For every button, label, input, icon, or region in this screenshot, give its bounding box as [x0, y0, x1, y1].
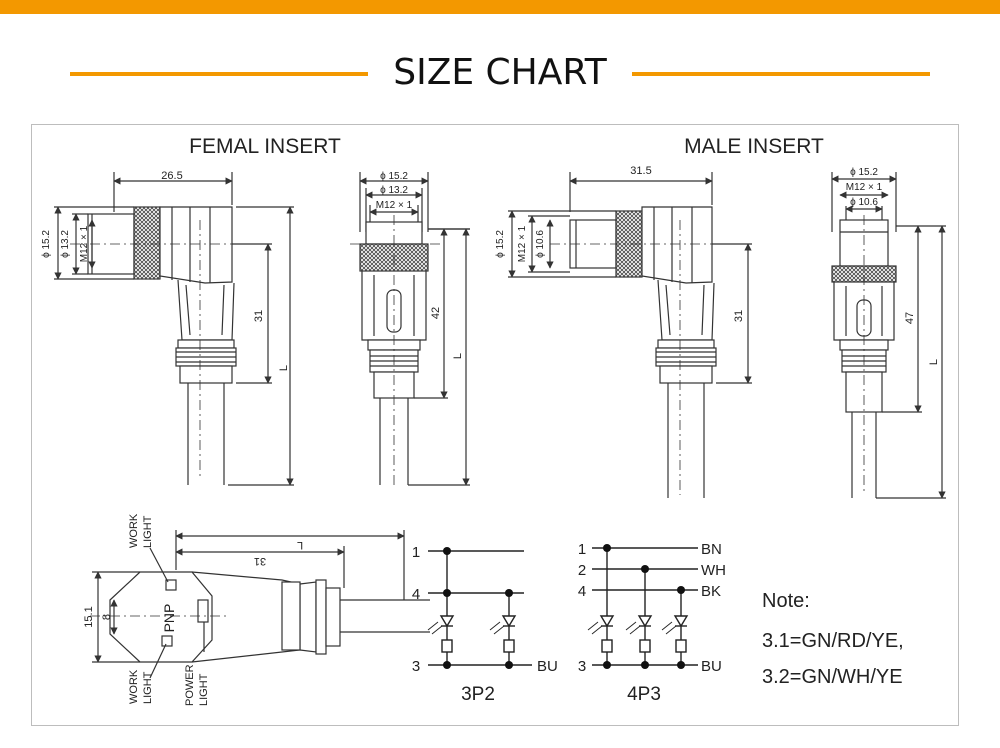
title-rule-right — [632, 72, 930, 76]
note-block: Note: 3.1=GN/RD/YE, 3.2=GN/WH/YE — [762, 590, 904, 688]
female-front-view — [350, 172, 470, 486]
work-light-bottom-1: WORK — [128, 669, 140, 704]
4p3-pin-2: 2 — [578, 562, 586, 579]
work-light-top-2: LIGHT — [142, 515, 154, 548]
male-front-length: L — [928, 359, 940, 365]
3p2-wire-bu: BU — [537, 658, 558, 675]
female-height-dim: 31 — [253, 310, 265, 322]
male-front-phi-outer: ϕ 15.2 — [850, 167, 878, 178]
note-title: Note: — [762, 590, 810, 612]
dim-15-1: 15.1 — [83, 606, 95, 627]
4p3-wire-wh: WH — [701, 562, 726, 579]
3p2-label: 3P2 — [461, 684, 495, 705]
4p3-pin-4: 4 — [578, 583, 586, 600]
male-front-height: 47 — [904, 312, 916, 324]
4p3-wire-bk: BK — [701, 583, 721, 600]
4p3-pin-3: 3 — [578, 658, 586, 675]
work-light-top-1: WORK — [128, 513, 140, 548]
3p2-pin-4: 4 — [412, 586, 420, 603]
female-side-view — [54, 172, 294, 486]
male-side-view — [508, 172, 752, 498]
4p3-wire-bn: BN — [701, 541, 722, 558]
female-phi-inner: ϕ 13.2 — [60, 230, 71, 258]
pnp-label: PNP — [161, 604, 177, 633]
female-front-length: L — [452, 353, 464, 359]
schematic-3p2: 1 4 3 BU 3P2 — [412, 544, 558, 705]
dim-8: 8 — [101, 614, 113, 620]
male-width-dim: 31.5 — [630, 165, 651, 177]
note-line-2: 3.2=GN/WH/YE — [762, 666, 903, 688]
power-light-1: POWER — [184, 664, 196, 706]
female-front-thread: M12 × 1 — [376, 200, 413, 211]
power-light-2: LIGHT — [198, 673, 210, 706]
note-line-1: 3.1=GN/RD/YE, — [762, 630, 904, 652]
female-width-dim: 26.5 — [161, 170, 182, 182]
4p3-pin-1: 1 — [578, 541, 586, 558]
4p3-wire-bu: BU — [701, 658, 722, 675]
female-insert-title: FEMAL INSERT — [189, 135, 341, 158]
diagram-frame — [31, 124, 959, 726]
male-insert-drawing: MALE INSERT — [495, 135, 946, 499]
male-front-phi-inner: ϕ 10.6 — [850, 197, 878, 208]
male-front-thread: M12 × 1 — [846, 182, 883, 193]
led-dim-L: L — [297, 539, 303, 551]
male-insert-title: MALE INSERT — [684, 135, 824, 158]
page-title: SIZE CHART — [393, 52, 607, 93]
led-top-view: PNP 15.1 8 31 L WORK LIGHT WORK LIGHT PO… — [83, 513, 430, 706]
title-rule-left — [70, 72, 368, 76]
schematic-4p3: 1 2 4 3 BN WH BK BU 4P3 — [578, 541, 726, 705]
male-front-view — [831, 172, 946, 499]
female-length-dim: L — [278, 365, 290, 371]
female-insert-drawing: FEMAL INSERT — [41, 135, 470, 486]
3p2-pin-3: 3 — [412, 658, 420, 675]
4p3-label: 4P3 — [627, 684, 661, 705]
female-front-height: 42 — [430, 307, 442, 319]
male-phi-outer: ϕ 15.2 — [495, 230, 506, 258]
work-light-bottom-2: LIGHT — [142, 671, 154, 704]
female-phi-outer: ϕ 15.2 — [41, 230, 52, 258]
male-thread: M12 × 1 — [517, 225, 528, 262]
female-front-phi-outer: ϕ 15.2 — [380, 171, 408, 182]
female-front-phi-inner: ϕ 13.2 — [380, 185, 408, 196]
female-thread: M12 × 1 — [79, 225, 90, 262]
male-height-dim: 31 — [733, 310, 745, 322]
male-phi-inner: ϕ 10.6 — [535, 230, 546, 258]
top-accent-bar — [0, 0, 1000, 14]
led-dim-31: 31 — [254, 555, 266, 567]
3p2-pin-1: 1 — [412, 544, 420, 561]
